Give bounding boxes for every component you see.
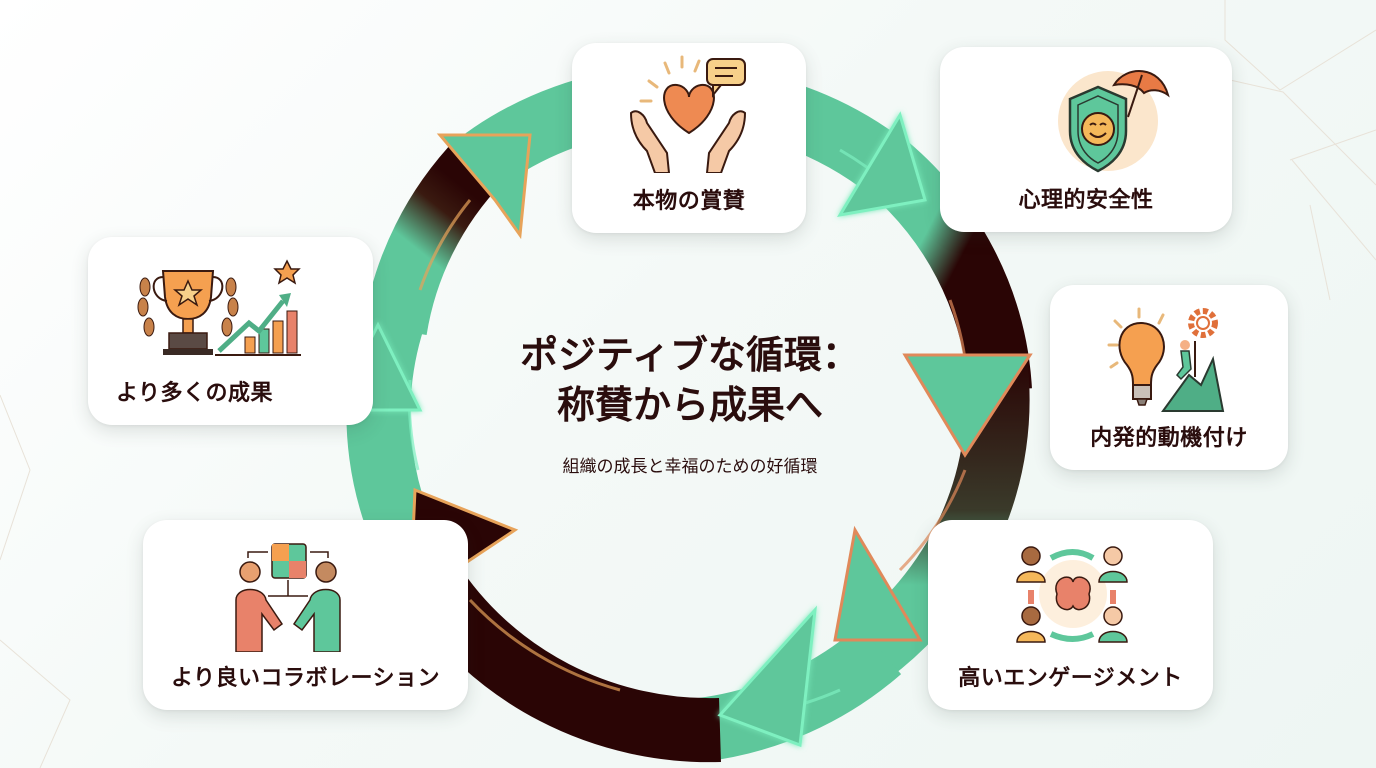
cycle-step-card-psychological-safety: 心理的安全性 xyxy=(940,47,1232,232)
arrowhead-top-right xyxy=(837,111,927,218)
cycle-step-label: より良いコラボレーション xyxy=(170,666,441,691)
cycle-step-label: 内発的動機付け xyxy=(1090,426,1248,451)
arrowhead-top-left xyxy=(436,133,532,240)
cycle-step-card-more-results: より多くの成果 xyxy=(88,237,373,425)
shield-umbrella-icon xyxy=(1058,70,1170,173)
arrowhead-right-lower xyxy=(833,525,923,642)
trophy-growth-icon xyxy=(137,259,301,356)
arrowhead-bottom xyxy=(717,605,818,748)
title-line-1: ポジティブな循環： xyxy=(520,333,860,377)
handshake-puzzle-icon xyxy=(235,543,341,652)
diagram-title: ポジティブな循環： 称賛から成果へ xyxy=(480,330,900,430)
cycle-step-label: 本物の賞賛 xyxy=(632,189,746,214)
ring-segment-left-upper xyxy=(363,137,504,336)
team-brain-cycle-icon xyxy=(1016,546,1128,643)
hands-heart-icon xyxy=(629,55,747,173)
cycle-step-card-better-collaboration: より良いコラボレーション xyxy=(143,520,468,710)
arrowhead-right xyxy=(902,353,1033,458)
cycle-step-label: 心理的安全性 xyxy=(1018,188,1154,213)
cycle-step-card-intrinsic-motivation: 内発的動機付け xyxy=(1050,285,1288,470)
cycle-step-label: 高いエンゲージメント xyxy=(958,666,1183,691)
cycle-step-label: より多くの成果 xyxy=(116,381,274,406)
diagram-subtitle: 組織の成長と幸福のための好循環 xyxy=(562,457,818,477)
cycle-step-card-authentic-praise: 本物の賞賛 xyxy=(572,43,806,233)
lightbulb-climber-icon xyxy=(1107,307,1225,412)
cycle-step-card-high-engagement: 高いエンゲージメント xyxy=(928,520,1213,710)
title-line-2: 称賛から成果へ xyxy=(556,383,823,427)
